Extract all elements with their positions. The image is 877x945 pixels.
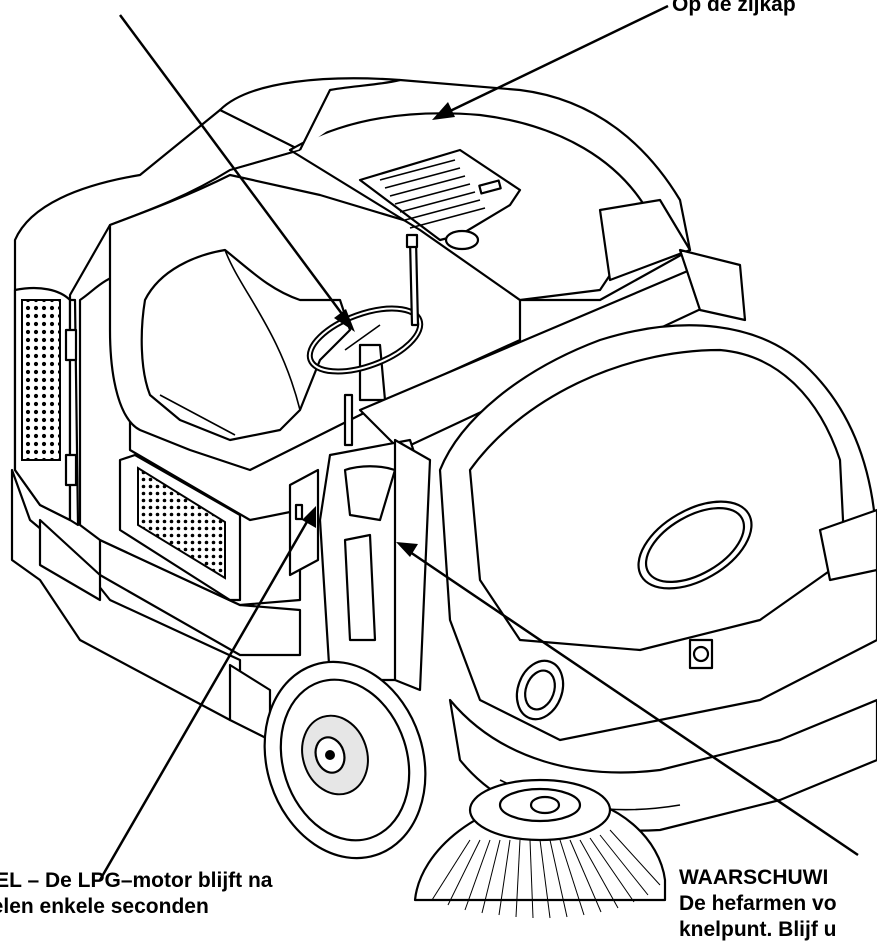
vent-slots xyxy=(379,159,486,229)
seat-area xyxy=(108,173,522,472)
front-wheel xyxy=(263,660,427,860)
label-lift-arm-warning: WAARSCHUWI De hefarmen vo knelpunt. Blij… xyxy=(679,865,837,943)
label-warning-line2: De hefarmen vo xyxy=(679,892,837,915)
arrowhead-steering xyxy=(334,309,355,332)
rear-housing xyxy=(13,86,332,527)
label-lpg-line2: kelen enkele seconden xyxy=(0,895,209,918)
label-side-cover: Op de zijkap xyxy=(672,0,796,16)
leader-lines xyxy=(98,4,859,881)
label-lpg-line1: BEL – De LPG–motor blijft na xyxy=(0,869,273,892)
brush-bristles xyxy=(431,829,661,919)
arrowhead-engine-panel xyxy=(302,506,316,528)
side-brush xyxy=(413,778,667,919)
arrowhead-lift-arm xyxy=(396,542,418,557)
engine-cover xyxy=(218,77,692,302)
console-pillar xyxy=(318,438,432,692)
roll-bar xyxy=(358,248,747,452)
label-lpg-warning: BEL – De LPG–motor blijft na kelen enkel… xyxy=(0,868,272,920)
label-warning-line1: WAARSCHUWI xyxy=(679,866,829,889)
arrowhead-cover xyxy=(432,102,455,120)
hopper xyxy=(438,324,877,742)
side-panel xyxy=(78,268,320,607)
label-warning-line3: knelpunt. Blijf u xyxy=(679,918,837,941)
